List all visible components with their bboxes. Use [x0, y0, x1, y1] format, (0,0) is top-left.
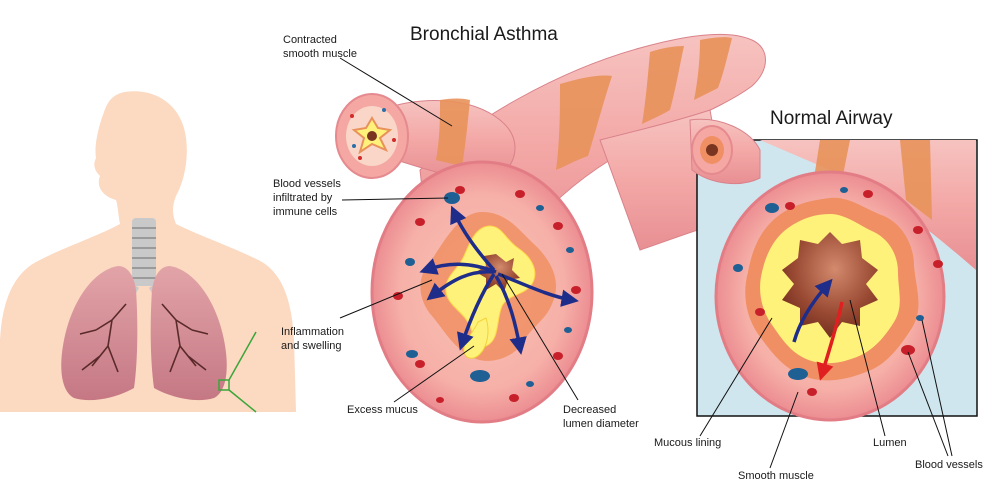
label-inflammation: Inflammation and swelling	[281, 326, 347, 352]
asthma-cross-section	[370, 160, 594, 424]
leader-blood-vessels-a	[907, 351, 949, 457]
left-lung	[61, 266, 138, 401]
title-normal-airway: Normal Airway	[770, 108, 893, 129]
label-smooth-muscle: Smooth muscle	[738, 470, 814, 482]
leader-lumen	[849, 299, 886, 437]
human-torso	[0, 91, 296, 413]
leader-vessels-infiltrated	[341, 197, 449, 201]
leader-blood-vessels-b	[921, 319, 953, 457]
bronchial-tree	[79, 303, 209, 373]
normal-blood-vessels	[733, 187, 943, 396]
leader-smooth-muscle	[769, 391, 799, 469]
airflow-arrows-asthma	[419, 205, 579, 355]
leader-decreased-lumen	[501, 273, 579, 401]
asthma-blood-vessels	[393, 186, 581, 403]
label-blood-vessels-infiltrated: Blood vessels infiltrated by immune cell…	[273, 178, 344, 218]
small-cross-section	[335, 93, 409, 179]
label-lumen: Lumen	[873, 437, 907, 449]
label-decreased-lumen: Decreased lumen diameter	[563, 404, 639, 430]
title-bronchial-asthma: Bronchial Asthma	[410, 24, 558, 45]
right-lung	[150, 266, 227, 401]
label-excess-mucus: Excess mucus	[347, 404, 418, 416]
airflow-arrows-normal	[792, 278, 844, 381]
leader-contracted	[339, 57, 453, 127]
label-blood-vessels: Blood vessels	[915, 459, 983, 471]
label-contracted-smooth-muscle: Contracted smooth muscle	[283, 34, 357, 60]
label-mucous-lining: Mucous lining	[654, 437, 721, 449]
zoom-pointer	[218, 331, 257, 413]
leader-inflammation	[339, 279, 433, 319]
leader-mucous-lining	[699, 317, 773, 437]
normal-airway-inset	[689, 118, 978, 422]
leader-excess-mucus	[393, 345, 475, 403]
